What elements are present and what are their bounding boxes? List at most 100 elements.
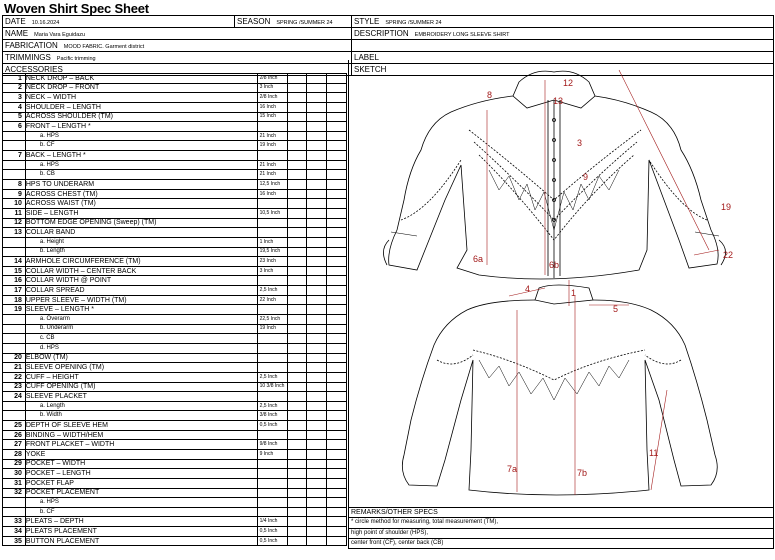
row-number: 5 <box>2 111 26 123</box>
row-empty-cell <box>326 275 347 287</box>
row-value: 2,5 Inch <box>256 371 288 383</box>
row-empty-cell <box>286 400 308 412</box>
row-empty-cell <box>326 429 347 441</box>
row-description: a. Overarm <box>24 314 258 325</box>
row-value <box>256 304 288 315</box>
row-description: d. HPS <box>24 342 258 354</box>
row-number: 7 <box>2 150 26 161</box>
row-description: UPPER SLEEVE – WIDTH (TM) <box>24 294 258 306</box>
shirt-sketch: 8 12 13 3 9 6a 6b 19 22 4 1 5 7a 7b 11 <box>383 69 733 496</box>
row-value <box>256 333 288 344</box>
mark-7b: 7b <box>577 468 587 478</box>
row-empty-cell <box>326 169 347 181</box>
row-empty-cell <box>286 207 308 219</box>
row-empty-cell <box>326 207 347 219</box>
row-empty-cell <box>326 400 347 412</box>
row-description: YOKE <box>24 449 258 460</box>
row-empty-cell <box>306 121 328 132</box>
row-number: 17 <box>2 285 26 296</box>
row-value: 19 Inch <box>256 323 288 335</box>
row-description: ACROSS WAIST (TM) <box>24 198 258 209</box>
row-description: NECK DROP – BACK <box>24 73 258 84</box>
row-empty-cell <box>286 265 308 277</box>
row-empty-cell <box>306 73 328 84</box>
row-value <box>256 227 288 238</box>
row-number: 8 <box>2 179 26 190</box>
remarks-line: * circle method for measuring, total mea… <box>349 518 773 529</box>
row-value <box>256 121 288 132</box>
row-number: 9 <box>2 188 26 200</box>
row-empty-cell <box>306 371 328 383</box>
row-number: 2 <box>2 82 26 94</box>
row-description: POCKET PLACEMENT <box>24 487 258 499</box>
row-empty-cell <box>326 294 347 306</box>
row-number: 13 <box>2 227 26 238</box>
mark-4: 4 <box>525 284 530 294</box>
row-empty-cell <box>326 362 347 373</box>
row-empty-cell <box>326 159 347 171</box>
row-number: 11 <box>2 207 26 219</box>
row-description: POCKET – LENGTH <box>24 468 258 479</box>
row-value: 22 Inch <box>256 294 288 306</box>
row-empty-cell <box>286 217 308 229</box>
row-number: 28 <box>2 449 26 460</box>
row-empty-cell <box>306 323 328 335</box>
row-empty-cell <box>326 121 347 132</box>
row-empty-cell <box>306 265 328 277</box>
row-empty-cell <box>286 111 308 123</box>
row-value: 3/8 Inch <box>256 410 288 422</box>
row-empty-cell <box>326 371 347 383</box>
row-value <box>256 352 288 364</box>
row-description: NECK DROP – FRONT <box>24 82 258 94</box>
row-empty-cell <box>286 420 308 431</box>
row-empty-cell <box>286 516 308 528</box>
row-empty-cell <box>326 314 347 325</box>
row-empty-cell <box>306 92 328 103</box>
row-empty-cell <box>326 227 347 238</box>
row-empty-cell <box>286 198 308 209</box>
row-number: 34 <box>2 526 26 537</box>
row-number: 33 <box>2 516 26 528</box>
row-empty-cell <box>326 150 347 161</box>
row-empty-cell <box>306 342 328 354</box>
row-value: 19 Inch <box>256 140 288 152</box>
row-empty-cell <box>306 429 328 441</box>
row-description: BACK – LENGTH * <box>24 150 258 161</box>
row-description: b. Length <box>24 246 258 258</box>
row-empty-cell <box>326 468 347 479</box>
row-value: 21 Inch <box>256 130 288 142</box>
trimmings-label: TRIMMINGS <box>5 53 51 62</box>
row-description: a. HPS <box>24 159 258 171</box>
row-description: SLEEVE OPENING (TM) <box>24 362 258 373</box>
description-value: EMBROIDERY LONG SLEEVE SHIRT <box>414 32 510 38</box>
row-empty-cell <box>326 92 347 103</box>
row-value <box>256 477 288 489</box>
sketch-area: 8 12 13 3 9 6a 6b 19 22 4 1 5 7a 7b 11 <box>348 60 774 508</box>
row-empty-cell <box>326 236 347 248</box>
row-empty-cell <box>326 477 347 489</box>
trimmings-value: Pacific trimming <box>56 56 96 62</box>
row-empty-cell <box>286 468 308 479</box>
row-description: CUFF – HEIGHT <box>24 371 258 383</box>
spec-row: a. HPS <box>2 497 347 508</box>
row-value <box>256 429 288 441</box>
row-description: c. CB <box>24 333 258 344</box>
row-description: POCKET FLAP <box>24 477 258 489</box>
row-value: 3 Inch <box>256 82 288 94</box>
row-number: 24 <box>2 391 26 402</box>
row-description: b. CB <box>24 169 258 181</box>
row-description: COLLAR BAND <box>24 227 258 238</box>
row-empty-cell <box>326 352 347 364</box>
row-empty-cell <box>286 256 308 267</box>
row-empty-cell <box>286 352 308 364</box>
row-empty-cell <box>286 333 308 344</box>
